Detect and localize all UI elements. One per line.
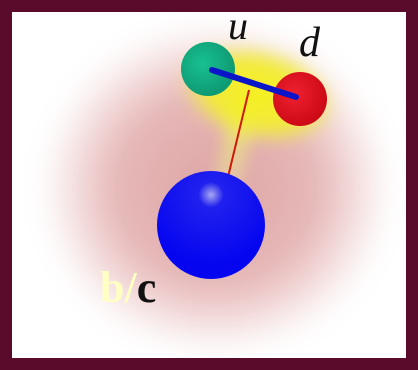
heavy-quark — [157, 171, 265, 279]
d-quark-label: d — [299, 22, 320, 64]
c-label: c — [137, 263, 157, 312]
baryon-diagram — [12, 12, 406, 358]
slash-label: / — [124, 263, 136, 312]
u-quark-label: u — [228, 12, 248, 46]
diagram-canvas: u d b/c — [12, 12, 406, 358]
heavy-quark-label: b/c — [100, 266, 156, 310]
u-quark — [181, 42, 235, 96]
b-label: b — [100, 263, 124, 312]
d-quark — [273, 72, 327, 126]
